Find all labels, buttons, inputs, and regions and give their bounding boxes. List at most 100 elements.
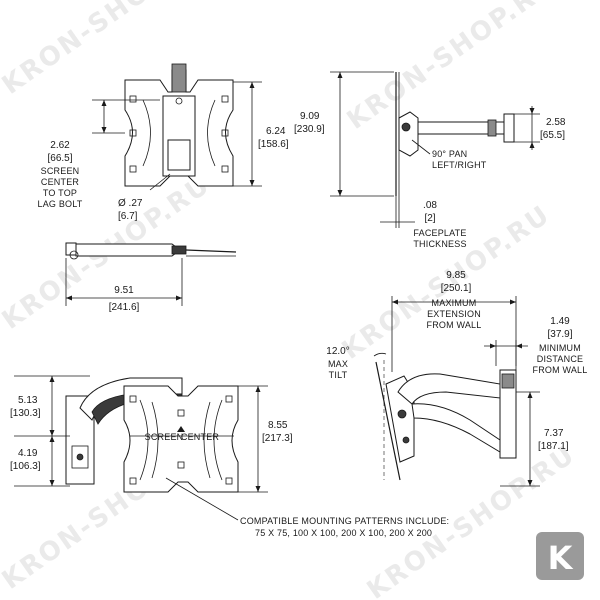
- dimension-arrows: [49, 376, 55, 486]
- lower-arm: [411, 403, 501, 453]
- watermark-logo: K: [536, 532, 584, 580]
- lower-value-in: 7.37: [544, 428, 564, 439]
- tilt-label-max: MAX: [328, 359, 348, 369]
- patterns-note-line-2: 75 X 75, 100 X 100, 200 X 100, 200 X 200: [255, 528, 432, 538]
- max-ext-value-in: 9.85: [446, 270, 466, 281]
- min-dist-label-2: DISTANCE: [537, 354, 583, 364]
- mount-hole: [129, 129, 137, 137]
- leader-line: [411, 139, 431, 155]
- screen-center-value-in: 2.62: [50, 140, 70, 151]
- left-slot-front: [139, 399, 149, 481]
- tilt-label-tilt: TILT: [329, 370, 348, 380]
- arm-top: [75, 243, 181, 257]
- wall-bracket-top: [65, 242, 77, 256]
- min-dist-label-3: FROM WALL: [533, 365, 588, 375]
- faceplate-label-1: FACEPLATE: [413, 228, 466, 238]
- right-slot: [207, 99, 216, 167]
- leader-line: [149, 173, 171, 191]
- depth-value-mm: [241.6]: [109, 302, 140, 313]
- screen-text: SCREEN: [145, 432, 184, 442]
- screen-center-value-mm: [66.5]: [47, 153, 72, 164]
- depth-value-in: 9.51: [114, 285, 134, 296]
- top-view: 9.51 [241.6]: [65, 242, 237, 313]
- logo-letter: K: [548, 539, 574, 577]
- mount-hole: [129, 95, 137, 103]
- pivot-knob: [401, 122, 411, 132]
- mount-hole: [129, 395, 137, 403]
- pivot-hole: [175, 97, 183, 105]
- head-top: [171, 245, 187, 255]
- tilt-knob: [397, 409, 407, 419]
- front-view: 2.62 [66.5] SCREEN CENTER TO TOP LAG BOL…: [38, 63, 289, 222]
- mount-hole: [129, 477, 137, 485]
- mount-hole: [221, 165, 229, 173]
- tilt-head: [398, 111, 419, 157]
- bottom-front-view: SCREEN CENTER 5.13 [130.3] 4.19 [106.3] …: [10, 375, 293, 521]
- max-ext-value-mm: [250.1]: [441, 283, 472, 294]
- leader-line: [165, 477, 239, 521]
- side-height-value-mm: [230.9]: [294, 124, 325, 135]
- width-value-in: 6.24: [266, 126, 286, 137]
- wall-bracket: [503, 113, 515, 143]
- lower-value-mm: [187.1]: [538, 441, 569, 452]
- tilt-knob: [402, 436, 410, 444]
- lower-left-value-mm: [106.3]: [10, 461, 41, 472]
- min-dist-value-mm: [37.9]: [547, 329, 572, 340]
- wall-plate: [499, 369, 517, 459]
- faceplate-value-in: .08: [423, 200, 437, 211]
- upper-value-mm: [130.3]: [10, 408, 41, 419]
- screen-center-label-2: CENTER: [41, 177, 80, 187]
- width-value-mm: [158.6]: [258, 139, 289, 150]
- lag-bolt: [171, 63, 187, 93]
- arm-height-value-mm: [65.5]: [540, 130, 565, 141]
- faceplate-top: [185, 249, 237, 253]
- mount-hole: [221, 129, 229, 137]
- watermark-text: KRON-SHOP.RU: [342, 0, 561, 136]
- pan-label-1: 90° PAN: [432, 149, 467, 159]
- plate-height-value-in: 8.55: [268, 420, 288, 431]
- side-view: 9.09 [230.9] 2.58 [65.5] 90° PAN LEFT/RI…: [294, 71, 566, 249]
- right-inner-slot: [203, 401, 211, 479]
- hole-value-mm: [6.7]: [118, 211, 138, 222]
- tilt-value: 12.0°: [326, 346, 349, 357]
- faceplate-value-mm: [2]: [424, 213, 435, 224]
- mount-hole: [177, 461, 185, 469]
- tilted-faceplate: [375, 361, 401, 481]
- hole-value-in: Ø .27: [118, 198, 143, 209]
- mount-hole: [129, 165, 137, 173]
- wall-plate-cap: [501, 373, 515, 389]
- patterns-note: COMPATIBLE MOUNTING PATTERNS INCLUDE: 75…: [240, 516, 449, 538]
- faceplate-label-2: THICKNESS: [413, 239, 466, 249]
- mount-hole: [221, 95, 229, 103]
- max-ext-label-2: EXTENSION: [427, 309, 481, 319]
- screen-center-label-1: SCREEN: [41, 166, 80, 176]
- left-slot: [142, 99, 151, 167]
- min-dist-value-in: 1.49: [550, 316, 570, 327]
- lower-left-value-in: 4.19: [18, 448, 38, 459]
- pivot-circle: [69, 250, 79, 260]
- arm-height-value-in: 2.58: [546, 117, 566, 128]
- center-text: CENTER: [181, 432, 220, 442]
- screen-center-label-4: LAG BOLT: [38, 199, 83, 209]
- pan-label-2: LEFT/RIGHT: [432, 160, 487, 170]
- mount-hole: [177, 409, 185, 417]
- max-ext-label-1: MAXIMUM: [432, 298, 477, 308]
- arm-joint: [487, 119, 497, 137]
- watermarks: KRON-SHOP.RU KRON-SHOP.RU KRON-SHOP.RU K…: [0, 0, 581, 600]
- lag-bolt-front: [76, 453, 84, 461]
- upper-arm: [397, 373, 501, 405]
- tilt-arc: [373, 352, 387, 357]
- left-inner-slot: [151, 401, 159, 479]
- right-slot-front: [213, 399, 223, 481]
- center-marker: [177, 426, 185, 432]
- max-ext-label-3: FROM WALL: [427, 320, 482, 330]
- extension-view: 9.85 [250.1] MAXIMUM EXTENSION FROM WALL…: [326, 270, 588, 487]
- min-dist-label-1: MINIMUM: [539, 343, 581, 353]
- patterns-note-line-1: COMPATIBLE MOUNTING PATTERNS INCLUDE:: [240, 516, 449, 526]
- screen-center-label-3: TO TOP: [43, 188, 77, 198]
- wall-plate-window: [71, 445, 89, 469]
- center-slot: [167, 139, 191, 171]
- plate-height-value-mm: [217.3]: [262, 433, 293, 444]
